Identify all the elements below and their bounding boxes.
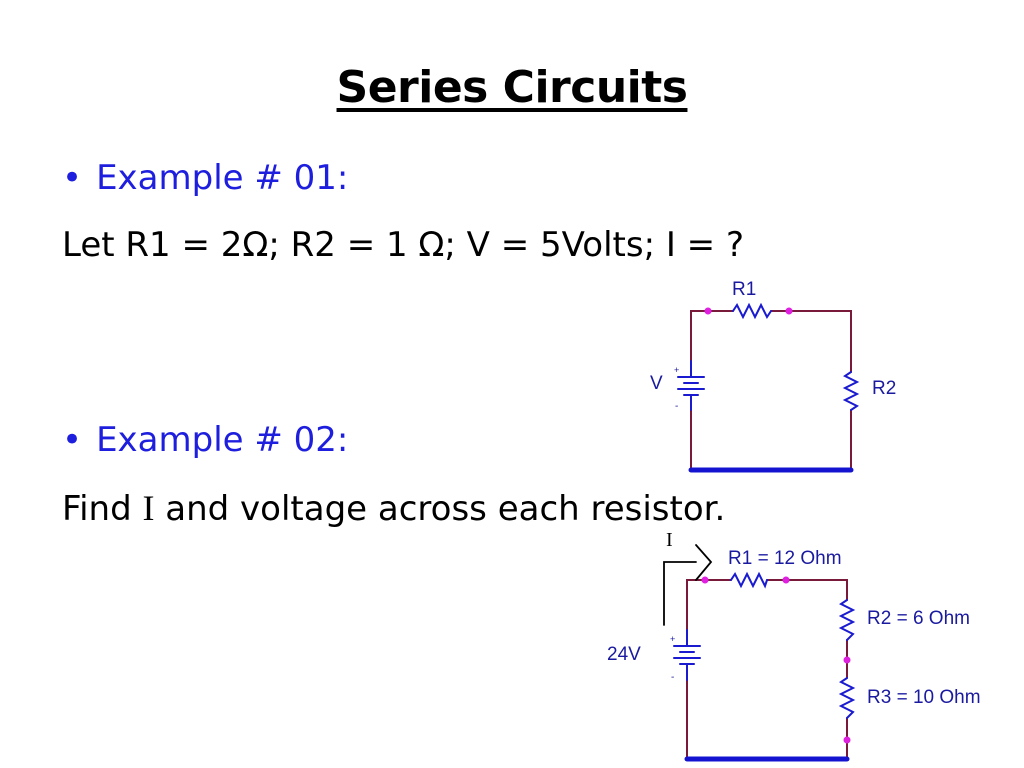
- circuit-1-battery: [677, 360, 705, 411]
- bullet-dot: •: [62, 158, 83, 198]
- bullet-example-2: • Example # 02:: [62, 420, 348, 460]
- slide-title: Series Circuits: [336, 62, 688, 113]
- circuit-2-r1-label: R1 = 12 Ohm: [728, 548, 842, 569]
- circuit-2-wire-left-top: [686, 579, 732, 631]
- circuit-2-minus-sign: -: [671, 672, 674, 683]
- circuit-2-r3-resistor: [838, 677, 856, 719]
- circuit-1-r1-resistor: [732, 302, 772, 320]
- circuit-1-node: [704, 307, 712, 315]
- circuit-1-r2-label: R2: [872, 378, 896, 399]
- circuit-2-node: [701, 576, 709, 584]
- circuit-2-r3-label: R3 = 10 Ohm: [867, 687, 981, 708]
- circuit-1-plus-sign: +: [674, 365, 679, 375]
- circuit-2-node: [843, 736, 851, 744]
- current-variable: I: [142, 488, 155, 528]
- circuit-2: [663, 544, 856, 762]
- bullet-example-1: • Example # 01:: [62, 158, 348, 198]
- bullet-example-2-label: Example # 02:: [96, 420, 349, 460]
- example-1-statement: Let R1 = 2Ω; R2 = 1 Ω; V = 5Volts; I = ?: [62, 225, 745, 265]
- circuit-1: [677, 302, 860, 473]
- circuit-2-plus-sign: +: [670, 634, 675, 644]
- current-arrow-shaft: [663, 561, 697, 626]
- example-2-statement: Find I and voltage across each resistor.: [62, 487, 725, 529]
- bullet-dot: •: [62, 420, 83, 460]
- example-2-text-pre: Find: [62, 489, 143, 529]
- circuit-2-current-label: I: [666, 529, 673, 551]
- circuit-1-minus-sign: -: [675, 401, 678, 412]
- circuit-1-r1-label: R1: [732, 279, 756, 300]
- circuit-2-r2-resistor: [838, 599, 856, 641]
- circuit-2-node: [782, 576, 790, 584]
- circuit-1-wire-left-top: [690, 310, 734, 362]
- circuit-2-r2-label: R2 = 6 Ohm: [867, 608, 970, 629]
- circuit-2-wire-right-top: [766, 579, 848, 601]
- example-2-text-post: and voltage across each resistor.: [154, 489, 726, 529]
- bullet-example-1-label: Example # 01:: [96, 158, 349, 198]
- current-arrow-head: [695, 544, 713, 581]
- circuit-1-r2-resistor: [842, 371, 860, 411]
- circuit-2-source-label: 24V: [607, 644, 641, 665]
- circuit-1-wire-right-top: [770, 310, 852, 373]
- circuit-2-r1-resistor: [730, 571, 768, 589]
- circuit-1-source-label: V: [650, 373, 663, 394]
- circuit-2-node: [843, 656, 851, 664]
- circuit-2-battery: [673, 629, 701, 681]
- circuit-1-node: [785, 307, 793, 315]
